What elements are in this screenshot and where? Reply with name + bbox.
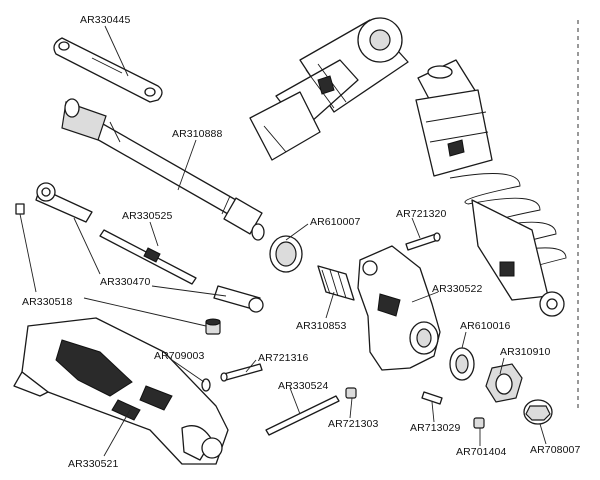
label-driveshaft: AR310888 <box>172 128 223 140</box>
grub-part <box>473 417 485 429</box>
leader-lines <box>19 25 547 457</box>
hinge-pin-short-part <box>220 363 263 382</box>
label-ball-stud: AR330518 <box>22 296 73 308</box>
washer-part <box>201 378 211 392</box>
label-axle: AR310853 <box>296 320 347 332</box>
label-turnbuckle: AR330525 <box>122 210 173 222</box>
label-washer: AR709003 <box>154 350 205 362</box>
link-part <box>53 37 163 103</box>
screw-small-part <box>345 387 357 399</box>
label-rod-end: AR330470 <box>100 276 151 288</box>
label-wheel-hex: AR310910 <box>500 346 551 358</box>
hinge-pin-long-part <box>265 395 340 436</box>
shock-center-part <box>249 17 409 161</box>
label-nut: AR708007 <box>530 444 581 456</box>
hub-carrier-part <box>357 245 441 371</box>
axle-part <box>317 265 355 301</box>
label-screw-small: AR721303 <box>328 418 379 430</box>
set-pin-part <box>421 391 443 405</box>
pin-upper-part <box>405 232 441 251</box>
driveshaft-part <box>61 98 265 241</box>
label-hinge-pin-short: AR721316 <box>258 352 309 364</box>
bearing-a-part <box>269 235 303 273</box>
wheel-hex-part <box>485 363 523 403</box>
rod-end-part <box>35 182 264 313</box>
turnbuckle-part <box>99 229 197 285</box>
shock-right-part <box>415 59 567 317</box>
label-grub: AR701404 <box>456 446 507 458</box>
label-bearing-b: AR610016 <box>460 320 511 332</box>
label-set-pin: AR713029 <box>410 422 461 434</box>
label-pin-upper: AR721320 <box>396 208 447 220</box>
ball-stud-part <box>15 203 221 335</box>
bearing-b-part <box>449 347 475 381</box>
label-hinge-pin-long: AR330524 <box>278 380 329 392</box>
label-link: AR330445 <box>80 14 131 26</box>
nut-part <box>523 399 553 425</box>
lower-arm-part <box>13 317 229 465</box>
label-bearing-a: AR610007 <box>310 216 361 228</box>
label-lower-arm: AR330521 <box>68 458 119 470</box>
label-hub-carrier: AR330522 <box>432 283 483 295</box>
